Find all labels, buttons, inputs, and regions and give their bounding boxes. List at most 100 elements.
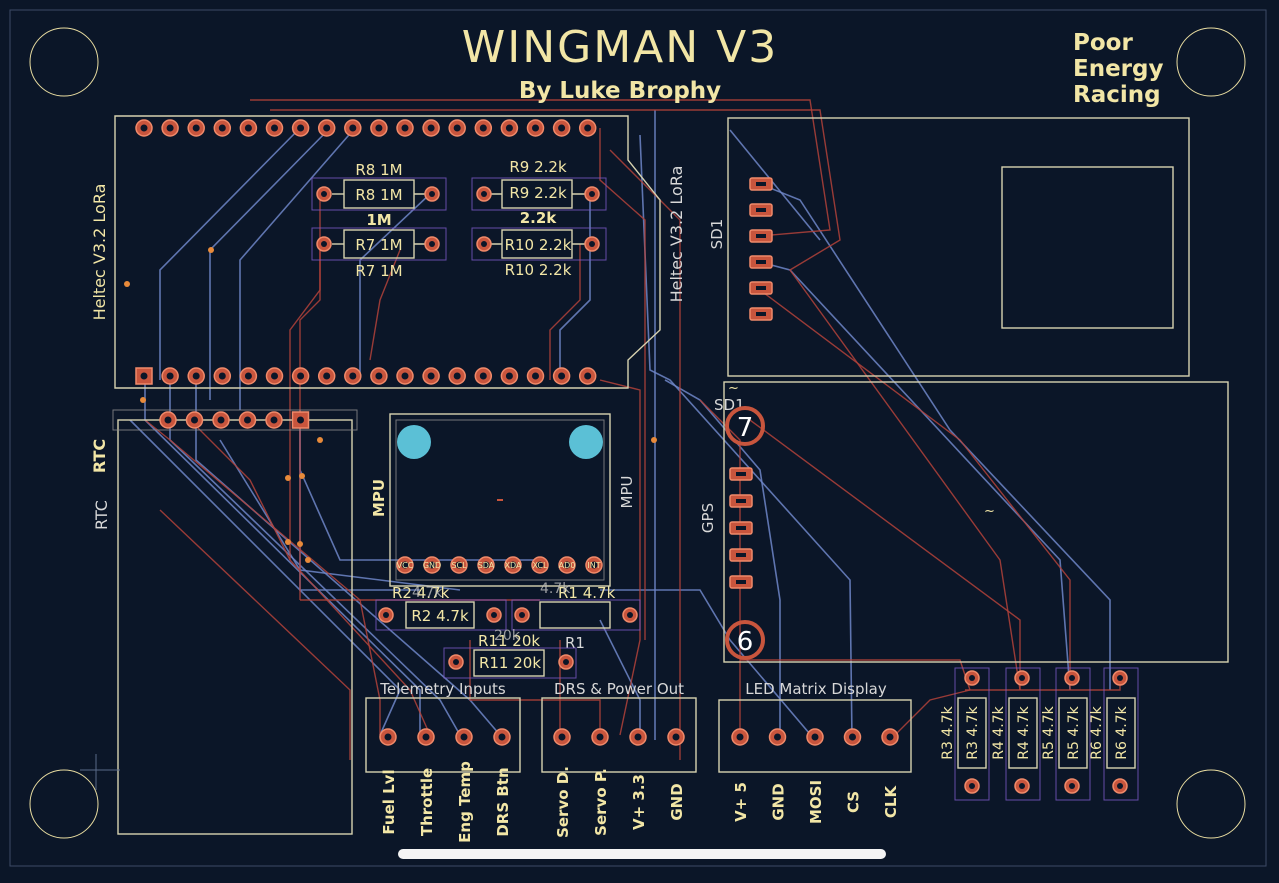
led-pin (768, 728, 787, 746)
r5-value: R5 4.7k (1066, 705, 1082, 759)
drs-pin-label: GND (668, 783, 686, 820)
rtc-label: RTC (90, 439, 109, 473)
r9-ref: R9 2.2k (509, 158, 567, 176)
rtc-pin (185, 411, 204, 429)
home-indicator-bar[interactable] (398, 849, 886, 859)
gps-tilde-mid: ~ (984, 504, 995, 519)
team-name-line1: Poor (1073, 30, 1133, 56)
r9-value: R9 2.2k (509, 184, 567, 202)
led-pin-label: V+ 5 (732, 782, 750, 822)
mpu-pin-label: XCL (533, 561, 548, 570)
resistor-r2: R2 4.7k 4.7k R2 4.7k (375, 584, 507, 631)
heltec-top-pin (344, 119, 362, 137)
heltec-bottom-pin (370, 367, 388, 385)
mpu-label: MPU (370, 479, 388, 517)
board-title: WINGMAN V3 (462, 22, 779, 73)
back-copper-traces (129, 110, 1111, 741)
mpu-pin-label: SDA (478, 561, 495, 570)
heltec-bottom-pin (213, 367, 232, 385)
heltec-top-pin (161, 119, 179, 137)
telemetry-pin (379, 728, 397, 746)
heltec-top-pin (500, 119, 519, 137)
r7-ref: R7 1M (355, 262, 402, 280)
heltec-top-pin (265, 119, 284, 137)
r7-value: R7 1M (355, 236, 402, 254)
sd-pin (749, 229, 773, 243)
heltec-top-pin (135, 119, 153, 137)
r6-ref: R6 4.7k (1089, 705, 1105, 759)
resistor-r10: R10 2.2k R10 2.2k (471, 227, 607, 279)
heltec-top-pin (552, 119, 571, 137)
heltec-module: Heltec V3.2 LoRa Heltec V3.2 LoRa (90, 115, 686, 389)
heltec-top-pin (370, 119, 388, 137)
heltec-top-pin (448, 119, 466, 137)
sd-pin (749, 281, 773, 295)
r11-value: R11 20k (479, 654, 541, 672)
mpu-pin (477, 556, 495, 574)
telemetry-pin-label: DRS Btn (494, 767, 512, 836)
resistor-r6: R6 4.7k R6 4.7k (1089, 667, 1139, 801)
heltec-top-pin (213, 119, 232, 137)
gps-header (729, 467, 753, 589)
telemetry-pin-label: Fuel Lvl (380, 769, 398, 834)
rtc-pin (212, 411, 230, 429)
heltec-bottom-pin (474, 367, 493, 385)
mpu-pin (450, 556, 468, 574)
mpu-pin (423, 556, 441, 574)
mpu-pin-label: VCC (397, 561, 414, 570)
r5-ref: R5 4.7k (1041, 705, 1057, 759)
telemetry-pin-label: Eng Temp (456, 761, 474, 843)
telemetry-title: Telemetry Inputs (379, 680, 506, 698)
led-pin (843, 728, 862, 746)
rtc-pin (265, 411, 283, 429)
heltec-bottom-header (135, 367, 597, 385)
drs-pin (591, 728, 609, 746)
heltec-bottom-pin (552, 367, 571, 385)
telemetry-pin (493, 728, 511, 746)
gps-pin-bottom-number: 6 (737, 627, 754, 657)
mpu-pin (558, 556, 576, 574)
gps-pin (729, 467, 753, 481)
mpu-pin-label: GND (423, 561, 441, 570)
led-pin-label: MOSI (807, 780, 825, 824)
r8-value: R8 1M (355, 186, 402, 204)
rtc-header (159, 411, 310, 429)
heltec-label-left: Heltec V3.2 LoRa (90, 184, 109, 321)
drs-pin-label: Servo D. (554, 766, 572, 838)
resistor-r3: R3 4.7k R3 4.7k (940, 667, 990, 801)
mpu-mount-hole-right (569, 425, 603, 459)
r4-value: R4 4.7k (1016, 705, 1032, 759)
led-pin (881, 728, 899, 746)
heltec-top-pin (578, 119, 597, 137)
r8-extra: 1M (366, 211, 391, 229)
mpu-pin (585, 556, 603, 574)
sd-label-secondary: SD1 (714, 396, 745, 414)
r9-extra: 2.2k (520, 209, 558, 227)
r8-ref: R8 1M (355, 161, 402, 179)
heltec-top-pin (291, 119, 310, 137)
heltec-bottom-pin (448, 367, 466, 385)
telemetry-pin (455, 728, 473, 746)
heltec-top-pin (187, 119, 205, 137)
r3-ref: R3 4.7k (940, 705, 956, 759)
mpu-pin (504, 556, 522, 574)
resistor-r7: R7 1M R7 1M (311, 227, 447, 280)
resistor-r9: R9 2.2k R9 2.2k 2.2k (471, 158, 607, 227)
heltec-top-pin (474, 119, 493, 137)
heltec-bottom-pin (161, 367, 179, 385)
drs-pin-label: V+ 3.3 (630, 774, 648, 830)
team-name-line3: Racing (1073, 82, 1161, 108)
r2-value: R2 4.7k (411, 607, 469, 625)
sd-pin (749, 307, 773, 321)
heltec-top-pin (239, 119, 258, 137)
heltec-bottom-pin (291, 367, 310, 385)
heltec-bottom-pin (422, 367, 440, 385)
vias (124, 247, 657, 563)
sd-pin (749, 255, 773, 269)
mounting-holes (29, 27, 1246, 839)
